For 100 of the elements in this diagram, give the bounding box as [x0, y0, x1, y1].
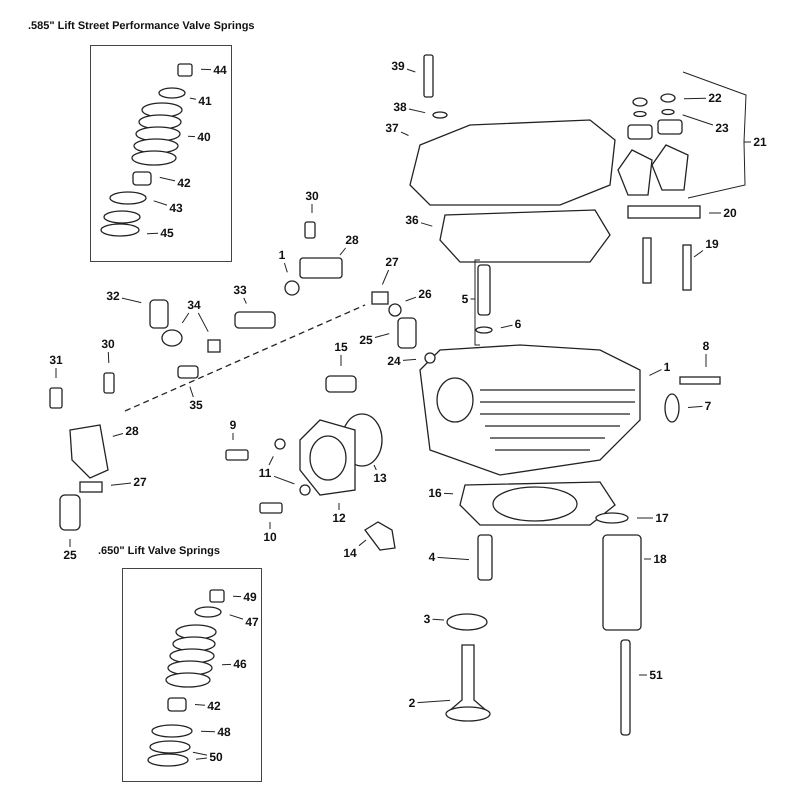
callout-number: 4	[426, 549, 438, 565]
callout-number: 26	[416, 286, 434, 302]
leader-line	[232, 432, 234, 440]
leader-line	[340, 248, 346, 256]
callout-number: 42	[175, 175, 193, 191]
leader-line	[274, 476, 295, 484]
callout-number: 42	[205, 698, 223, 714]
callout-number: 15	[332, 339, 350, 355]
callout-number: 30	[303, 188, 321, 204]
callout-number: 38	[391, 99, 409, 115]
leader-line	[200, 68, 212, 70]
callout-number: 16	[426, 485, 444, 501]
callout-number: 45	[158, 225, 176, 241]
leader-line	[374, 464, 377, 470]
callout-number: 1	[276, 247, 288, 263]
leader-line	[196, 758, 208, 760]
callout-number: 10	[261, 529, 279, 545]
callout-number: 12	[330, 510, 348, 526]
leader-line	[338, 502, 340, 510]
callout-number: 49	[241, 589, 259, 605]
leader-line	[437, 556, 470, 560]
leader-line	[112, 433, 124, 437]
callout-number: 30	[99, 336, 117, 352]
callout-number: 48	[215, 724, 233, 740]
leader-line	[232, 596, 242, 598]
leader-line	[243, 298, 247, 304]
callout-number: 14	[341, 545, 359, 561]
leader-line	[110, 482, 132, 486]
callout-number: 28	[343, 232, 361, 248]
leader-line	[189, 386, 194, 398]
leader-line	[682, 72, 752, 198]
leader-line	[688, 406, 703, 408]
callout-number: 8	[700, 338, 712, 354]
leader-line	[644, 558, 652, 560]
leader-line	[682, 114, 714, 126]
leader-line	[189, 98, 196, 100]
leader-line	[188, 136, 196, 138]
callout-number: 25	[61, 547, 79, 563]
callout-number: 27	[383, 254, 401, 270]
callout-number: 43	[167, 200, 185, 216]
leader-line	[268, 456, 274, 466]
inset-panel	[98, 545, 262, 782]
callout-number: 5	[460, 291, 470, 307]
callout-number: 3	[422, 611, 432, 627]
callout-number: 39	[389, 58, 407, 74]
callout-number: 46	[231, 656, 249, 672]
callout-number: 23	[713, 120, 731, 136]
callout-number: 11	[256, 465, 274, 481]
callout-number: 20	[721, 205, 739, 221]
leader-line	[684, 98, 706, 100]
callout-number: 41	[196, 93, 214, 109]
leader-line	[708, 212, 722, 214]
panel-title: .585" Lift Street Performance Valve Springs	[28, 20, 255, 32]
leader-line	[432, 618, 444, 620]
leader-line	[402, 358, 416, 361]
leader-line	[470, 260, 480, 346]
leader-line	[194, 704, 206, 706]
callout-number: 32	[104, 288, 122, 304]
callout-number: 24	[385, 353, 403, 369]
callout-number: 34	[185, 297, 203, 313]
leader-line	[122, 298, 142, 304]
leader-line	[222, 664, 232, 666]
leader-line	[358, 540, 366, 546]
leader-line	[382, 270, 390, 285]
callout-number: 27	[131, 474, 149, 490]
leader-line	[200, 730, 216, 732]
callout-number: 47	[243, 614, 261, 630]
leader-line	[146, 232, 158, 234]
leader-line	[406, 68, 416, 72]
leader-line	[182, 312, 190, 324]
leader-line	[159, 176, 176, 182]
callout-number: 19	[703, 236, 721, 252]
callout-number: 36	[403, 212, 421, 228]
leader-line	[694, 250, 704, 258]
leader-line	[229, 614, 244, 620]
leader-line	[153, 200, 168, 206]
callout-number: 50	[207, 749, 225, 765]
callout-number: 1	[662, 359, 672, 375]
callout-number: 40	[195, 129, 213, 145]
leader-line	[420, 222, 433, 227]
callout-number: 6	[512, 316, 524, 332]
leader-line	[638, 674, 648, 676]
leader-line	[374, 333, 390, 338]
callout-number: 33	[231, 282, 249, 298]
callout-number: 44	[211, 62, 229, 78]
leader-line	[108, 352, 110, 364]
callout-number: 51	[647, 667, 665, 683]
panel-title: .650" Lift Valve Springs	[98, 545, 220, 557]
callout-number: 37	[383, 120, 401, 136]
callout-number: 25	[357, 332, 375, 348]
callout-number: 7	[702, 398, 714, 414]
callout-number: 22	[706, 90, 724, 106]
callout-number: 17	[653, 510, 671, 526]
leader-line	[444, 492, 454, 494]
leader-line	[405, 296, 416, 302]
leader-line	[340, 354, 342, 366]
leader-line	[648, 369, 662, 376]
callout-number: 31	[47, 352, 65, 368]
leader-line	[408, 108, 426, 114]
leader-line	[400, 132, 409, 136]
